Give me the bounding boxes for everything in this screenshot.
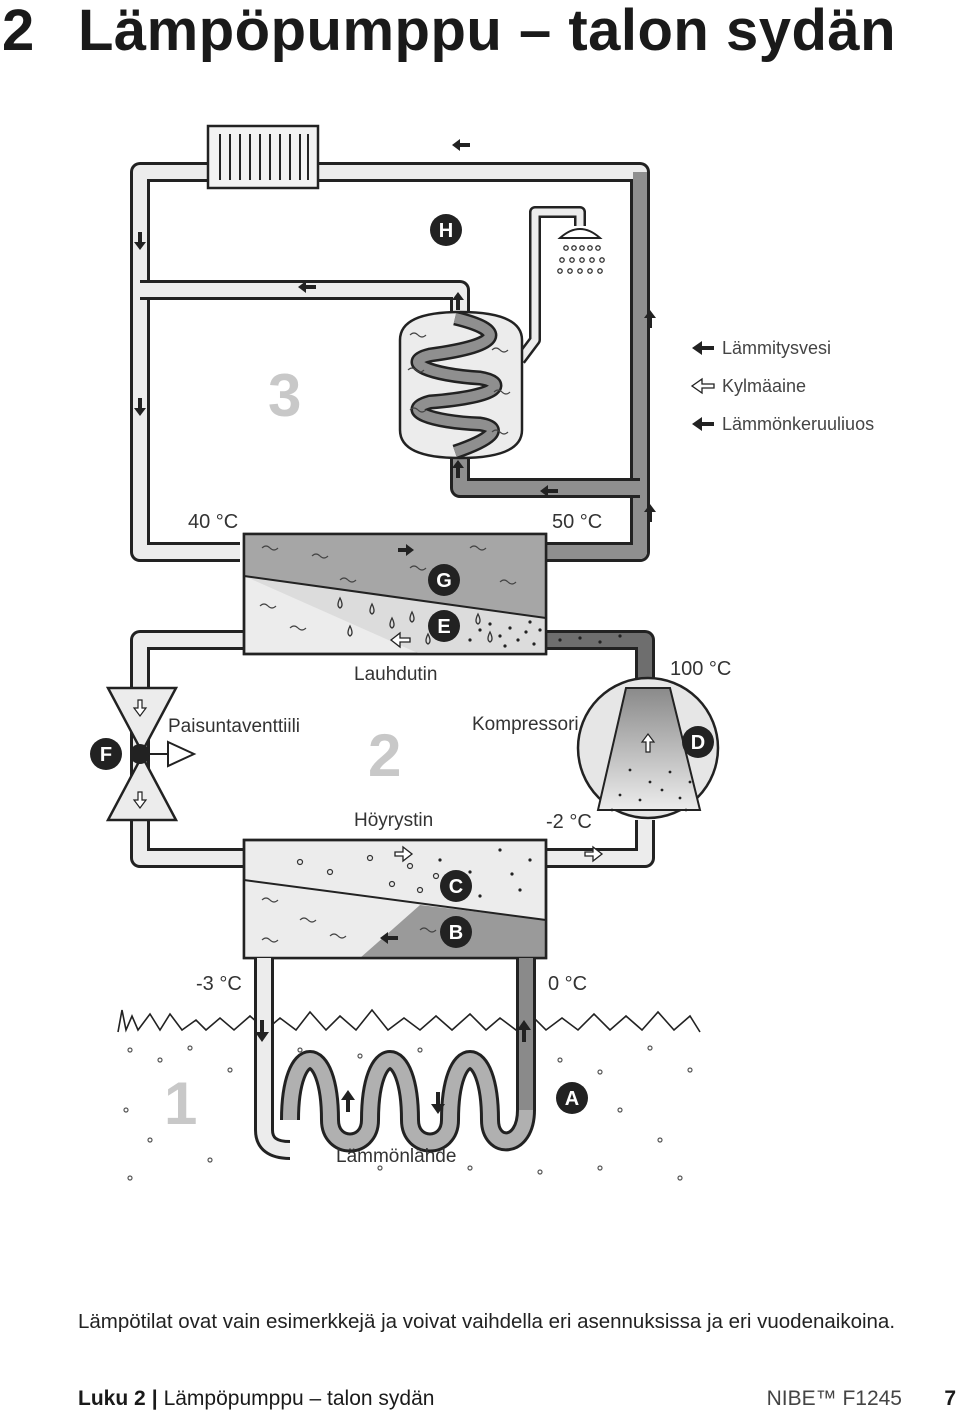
caption: Lämpötilat ovat vain esimerkkejä ja voiv… (78, 1310, 896, 1333)
brine-circuit (254, 958, 536, 1160)
footer-chapter-number: Luku 2 (78, 1387, 146, 1410)
heating-water-arrow-icon (692, 341, 714, 355)
badge-c: C (440, 870, 472, 902)
badge-d: D (682, 726, 714, 758)
temperature-label: 0 °C (548, 973, 587, 995)
svg-text:D: D (691, 732, 705, 754)
evaporator-label: Höyrystin (354, 810, 433, 831)
page-title: Lämpöpumppu – talon sydän (78, 0, 897, 63)
legend-item: Lämmitysvesi (722, 338, 831, 358)
temperature-label: 40 °C (188, 511, 238, 533)
section-number: 3 (268, 362, 301, 429)
expansion-valve (105, 686, 197, 822)
badge-b: B (440, 916, 472, 948)
brine-arrow-icon (692, 417, 714, 431)
section-number: 2 (368, 722, 401, 789)
legend: Lämmitysvesi Kylmäaine Lämmönkeruuliuos (690, 338, 874, 434)
footer-chapter: Luku 2|Lämpöpumppu – talon sydän (78, 1387, 434, 1411)
evaporator (242, 838, 604, 960)
heating-water-circuit (130, 162, 650, 562)
legend-item: Lämmönkeruuliuos (722, 414, 874, 434)
svg-text:A: A (565, 1088, 579, 1110)
condenser (242, 532, 622, 656)
badge-a: A (556, 1082, 588, 1114)
svg-text:B: B (449, 922, 463, 944)
temperature-label: -3 °C (196, 973, 242, 995)
svg-text:G: G (436, 570, 452, 592)
legend-item: Kylmäaine (722, 376, 806, 396)
temperature-label: 50 °C (552, 511, 602, 533)
hot-water-tank (398, 310, 524, 460)
heat-source-label: Lämmönlähde (336, 1146, 456, 1167)
badge-f: F (90, 738, 122, 770)
footer-product: NIBE™ F1245 (766, 1387, 902, 1410)
badge-g: G (428, 564, 460, 596)
svg-text:C: C (449, 876, 463, 898)
badge-h: H (430, 214, 462, 246)
footer-separator: | (151, 1387, 158, 1410)
badge-e: E (428, 610, 460, 642)
svg-text:E: E (437, 616, 450, 638)
radiator-icon (206, 124, 320, 190)
compressor-label: Kompressori (472, 714, 579, 735)
condenser-label: Lauhdutin (354, 664, 437, 685)
temperature-label: 100 °C (670, 658, 731, 680)
shower-icon (557, 228, 605, 274)
temperature-label: -2 °C (546, 811, 592, 833)
ground-area (117, 1008, 701, 1181)
flow-arrow (134, 139, 656, 522)
compressor (576, 676, 720, 820)
section-number: 1 (164, 1070, 197, 1137)
chapter-number: 2 (2, 0, 35, 63)
svg-text:H: H (439, 220, 453, 242)
refrigerant-arrow-icon (690, 377, 715, 395)
expansion-valve-label: Paisuntaventtiili (168, 716, 300, 737)
svg-text:F: F (100, 744, 112, 766)
footer-chapter-title: Lämpöpumppu – talon sydän (163, 1387, 435, 1410)
page-number: 7 (944, 1387, 956, 1410)
